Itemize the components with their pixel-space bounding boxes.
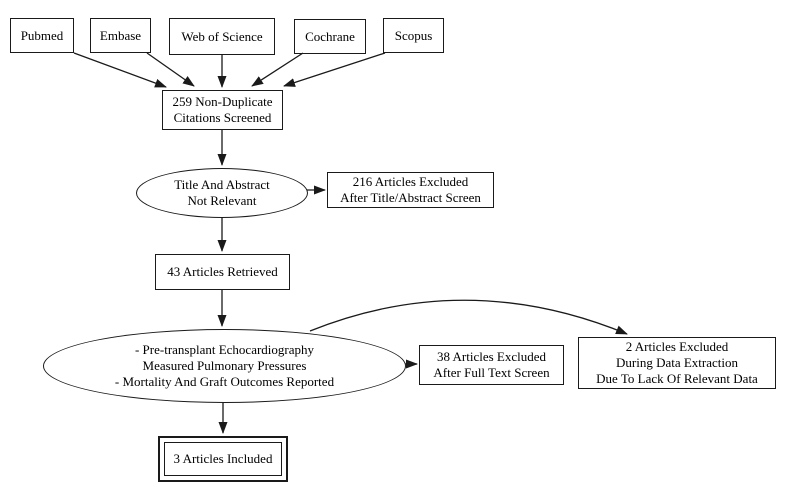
ellipse-text-line: - Mortality And Graft Outcomes Reported (114, 374, 335, 389)
box-text-line: Citations Screened (173, 110, 272, 125)
box-text-line: 259 Non-Duplicate (172, 94, 273, 109)
source-box-cochrane: Cochrane (294, 19, 366, 54)
source-box-scopus: Scopus (383, 18, 444, 53)
box-text-line: After Title/Abstract Screen (340, 190, 481, 205)
excluded-full-text-box: 38 Articles Excluded After Full Text Scr… (419, 345, 564, 385)
screened-box: 259 Non-Duplicate Citations Screened (162, 90, 283, 130)
full-text-decision-ellipse: - Pre-transplant Echocardiography Measur… (43, 329, 406, 403)
source-box-embase: Embase (90, 18, 151, 53)
retrieved-box: 43 Articles Retrieved (155, 254, 290, 290)
box-text-line: After Full Text Screen (433, 365, 550, 380)
source-label: Scopus (394, 27, 433, 43)
box-text-line: 38 Articles Excluded (436, 349, 547, 364)
arrow-scopus-to-screened (283, 52, 386, 87)
ellipse-text-line: - Pre-transplant Echocardiography (134, 342, 315, 357)
source-box-web-of-science: Web of Science (169, 18, 275, 55)
source-box-pubmed: Pubmed (10, 18, 74, 53)
source-label: Pubmed (20, 27, 64, 43)
box-text-line: 216 Articles Excluded (352, 174, 469, 189)
excluded-data-extraction-box: 2 Articles Excluded During Data Extracti… (578, 337, 776, 389)
box-text-line: 2 Articles Excluded (625, 339, 729, 354)
box-text-line: 43 Articles Retrieved (167, 264, 278, 279)
source-label: Web of Science (181, 28, 263, 44)
included-box-inner-frame: 3 Articles Included (164, 442, 282, 476)
box-text-line: During Data Extraction (615, 355, 738, 370)
excluded-title-abstract-box: 216 Articles Excluded After Title/Abstra… (327, 172, 494, 208)
box-text-line: Due To Lack Of Relevant Data (596, 371, 758, 386)
ellipse-text-line: Not Relevant (187, 193, 257, 208)
included-box: 3 Articles Included (158, 436, 288, 482)
source-label: Embase (99, 27, 142, 43)
arrow-embase-to-screened (146, 52, 195, 87)
arrow-full-text-decision-to-data-extraction-excluded (309, 299, 628, 335)
ellipse-text-line: Measured Pulmonary Pressures (142, 358, 307, 373)
ellipse-text-line: Title And Abstract (174, 177, 270, 192)
title-abstract-decision-ellipse: Title And Abstract Not Relevant (136, 168, 308, 218)
arrow-cochrane-to-screened (251, 52, 304, 87)
source-label: Cochrane (305, 28, 355, 44)
box-text-line: 3 Articles Included (173, 451, 273, 466)
arrow-pubmed-to-screened (73, 52, 167, 88)
